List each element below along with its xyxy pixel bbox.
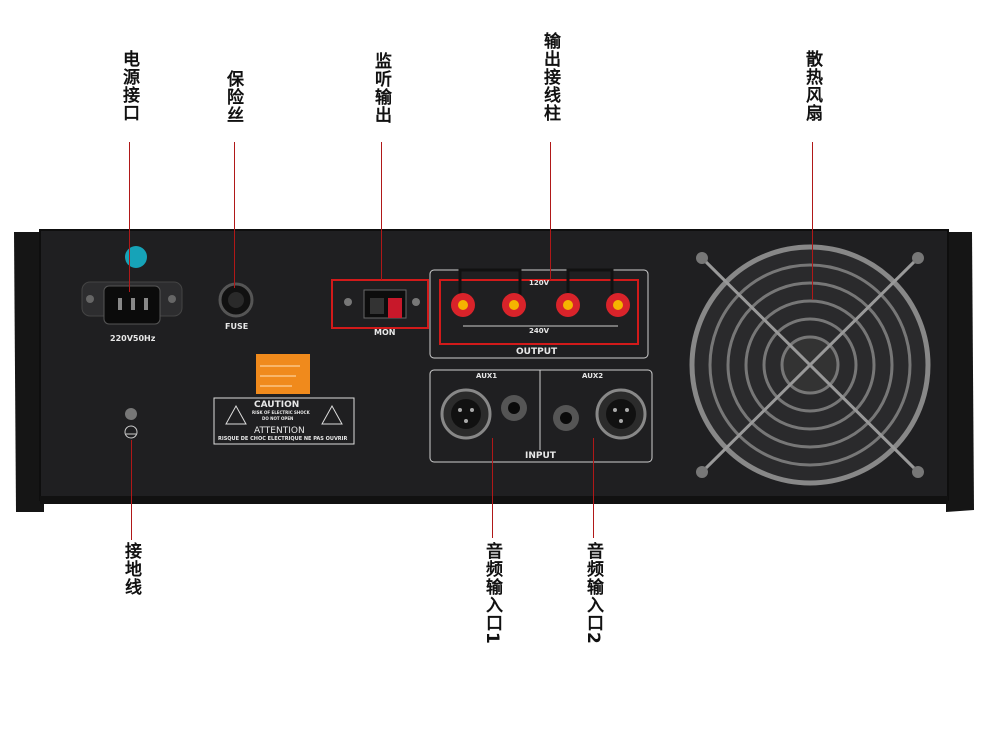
cooling-fan bbox=[689, 244, 931, 486]
attention-sub-text: RISQUE DE CHOC ELECTRIQUE NE PAS OUVRIR bbox=[218, 436, 348, 442]
leader-ground bbox=[131, 440, 132, 540]
product-sticker bbox=[256, 354, 310, 394]
caution-sub1-text: RISK OF ELECTRIC SHOCK bbox=[252, 410, 310, 415]
callout-terminals: 输出接线柱 bbox=[540, 32, 560, 122]
callout-power: 电源接口 bbox=[119, 50, 139, 122]
leader-monitor bbox=[381, 142, 382, 280]
fuse-holder bbox=[218, 282, 254, 318]
caution-label bbox=[213, 397, 355, 445]
callout-ground: 接地线 bbox=[121, 542, 141, 596]
output-terminals bbox=[451, 293, 630, 317]
aux1-text: AUX1 bbox=[476, 372, 498, 380]
jack-input-1 bbox=[501, 395, 527, 421]
leader-input2 bbox=[593, 438, 594, 538]
callout-monitor: 监听输出 bbox=[371, 52, 391, 124]
callout-fuse: 保险丝 bbox=[223, 70, 243, 124]
ground-screw bbox=[124, 408, 138, 439]
leader-power bbox=[129, 142, 130, 292]
callout-fan: 散热风扇 bbox=[802, 50, 822, 122]
voltage-240-text: 240V bbox=[529, 327, 550, 335]
xlr-input-1 bbox=[440, 388, 492, 440]
leader-input1 bbox=[492, 438, 493, 538]
callout-input1: 音频输入口1 bbox=[482, 542, 502, 645]
caution-text: CAUTION bbox=[254, 400, 300, 410]
voltage-120-text: 120V bbox=[529, 279, 550, 287]
aux2-text: AUX2 bbox=[582, 372, 604, 380]
power-inlet bbox=[81, 246, 183, 325]
output-text: OUTPUT bbox=[516, 347, 558, 357]
leader-terminals bbox=[550, 142, 551, 280]
attention-text: ATTENTION bbox=[254, 426, 305, 436]
input-text: INPUT bbox=[525, 451, 556, 461]
power-rating-text: 220V50Hz bbox=[110, 334, 156, 343]
callout-input2: 音频输入口2 bbox=[583, 542, 603, 645]
xlr-input-2 bbox=[595, 388, 647, 440]
leader-fan bbox=[812, 142, 813, 300]
caution-sub2-text: DO NOT OPEN bbox=[262, 416, 294, 421]
fuse-text: FUSE bbox=[225, 322, 249, 331]
leader-fuse bbox=[234, 142, 235, 288]
jack-input-2 bbox=[553, 405, 579, 431]
mon-text: MON bbox=[374, 328, 396, 337]
